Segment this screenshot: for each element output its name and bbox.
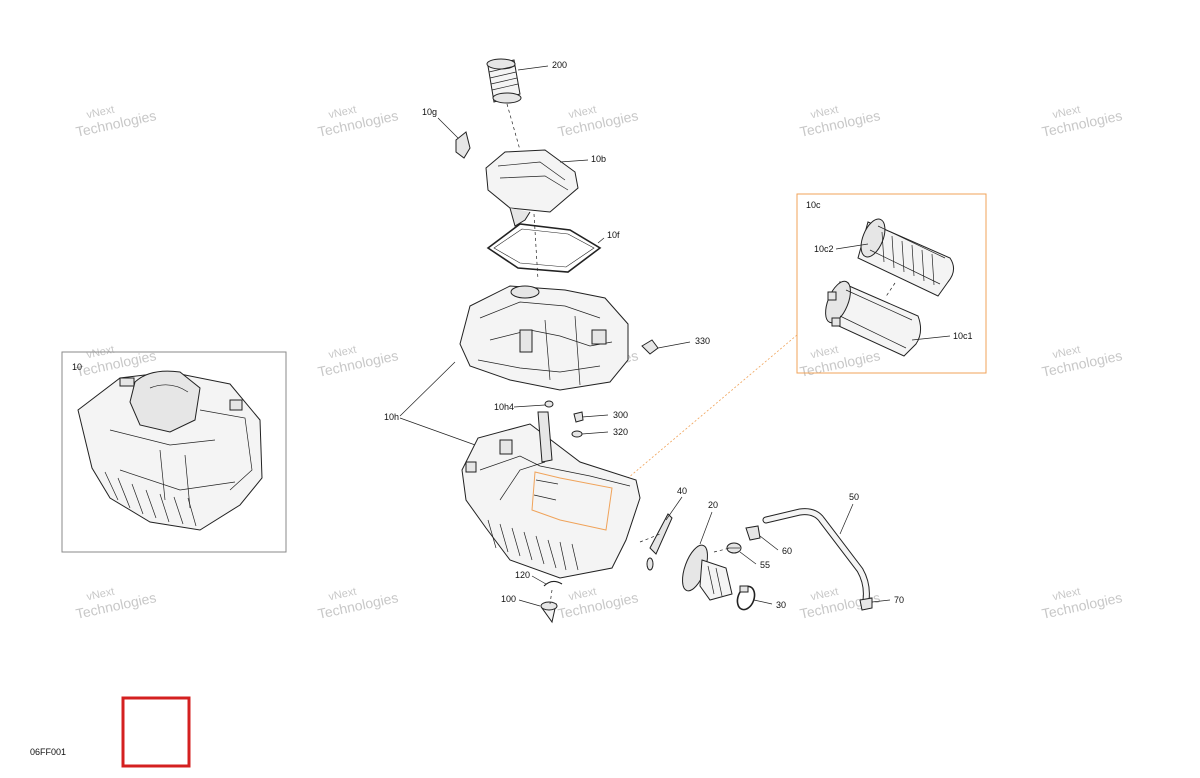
callout-10f: 10f: [607, 230, 620, 240]
watermark: vNext Technologies: [316, 104, 399, 140]
watermark: vNext Technologies: [1040, 586, 1123, 622]
watermark: vNext Technologies: [798, 104, 881, 140]
marker-box: [121, 696, 191, 768]
clip-330: [641, 339, 659, 355]
complete-airbox-assembly: [77, 370, 263, 531]
svg-text:vNext: vNext: [810, 104, 840, 122]
watermark: vNext Technologies: [74, 586, 157, 622]
svg-text:vNext: vNext: [86, 586, 116, 604]
clamp-30: [736, 585, 756, 611]
watermark: vNext Technologies: [556, 104, 639, 140]
watermark: vNext Technologies: [316, 344, 399, 380]
breather-hose-50: [762, 508, 870, 604]
svg-text:vNext: vNext: [568, 586, 598, 604]
svg-text:vNext: vNext: [1052, 344, 1082, 362]
watermark: vNext Technologies: [316, 586, 399, 622]
svg-text:vNext: vNext: [328, 586, 358, 604]
clamp-120: [543, 580, 563, 587]
callout-10b: 10b: [591, 154, 606, 164]
watermark: vNext Technologies: [1040, 104, 1123, 140]
screw-300: [573, 411, 584, 423]
callout-50: 50: [849, 492, 859, 502]
callout-200: 200: [552, 60, 567, 70]
upper-housing-10h: [459, 285, 629, 391]
exploded-view: 200 10g 10b 10f: [384, 58, 904, 624]
callout-300: 300: [613, 410, 628, 420]
filter-element-10c1: [825, 280, 922, 357]
clip-70: [859, 597, 873, 611]
assembly-inset-label: 10: [72, 362, 82, 372]
callout-40: 40: [677, 486, 687, 496]
callout-10h4: 10h4: [494, 402, 514, 412]
callout-330: 330: [695, 336, 710, 346]
watermark: vNext Technologies: [556, 586, 639, 622]
callout-120: 120: [515, 570, 530, 580]
airbox-cover-10b: [485, 149, 579, 227]
svg-text:vNext: vNext: [1052, 586, 1082, 604]
callout-30: 30: [776, 600, 786, 610]
callout-10c2: 10c2: [814, 244, 834, 254]
seal-40: [646, 513, 673, 571]
grommet-10h4: [544, 400, 554, 408]
lower-housing: [461, 411, 641, 579]
filter-inset-label: 10c: [806, 200, 821, 210]
intake-boot-200: [486, 58, 522, 104]
gasket-10f: [486, 223, 602, 273]
callout-60: 60: [782, 546, 792, 556]
callout-320: 320: [613, 427, 628, 437]
clip-10g: [455, 131, 471, 159]
svg-text:vNext: vNext: [810, 344, 840, 362]
svg-text:vNext: vNext: [568, 104, 598, 122]
outlet-adapter-20: [682, 544, 733, 601]
assembly-inset-frame: [61, 351, 287, 553]
watermark: vNext Technologies: [1040, 344, 1123, 380]
figure-code: 06FF001: [30, 747, 66, 757]
filter-inset-frame: [796, 193, 987, 374]
svg-text:vNext: vNext: [810, 586, 840, 604]
svg-text:vNext: vNext: [86, 104, 116, 122]
callout-100: 100: [501, 594, 516, 604]
svg-text:vNext: vNext: [1052, 104, 1082, 122]
svg-text:vNext: vNext: [328, 344, 358, 362]
callout-10h: 10h: [384, 412, 399, 422]
watermark: vNext Technologies: [74, 104, 157, 140]
callout-10c1: 10c1: [953, 331, 973, 341]
callout-10g: 10g: [422, 107, 437, 117]
filter-inset: 10c 10c2 10c1: [796, 193, 987, 374]
svg-text:vNext: vNext: [328, 104, 358, 122]
fitting-60: [745, 525, 761, 541]
filter-location-leader: [627, 334, 798, 479]
washer-320: [571, 430, 583, 438]
callout-20: 20: [708, 500, 718, 510]
callout-55: 55: [760, 560, 770, 570]
callout-70: 70: [894, 595, 904, 605]
prefilter-10c2: [857, 218, 954, 297]
watermark: vNext Technologies: [74, 344, 157, 380]
svg-text:vNext: vNext: [86, 344, 116, 362]
drain-valve-100: [540, 601, 558, 624]
assembly-inset: 10: [61, 351, 287, 553]
fitting-55: [726, 542, 742, 554]
